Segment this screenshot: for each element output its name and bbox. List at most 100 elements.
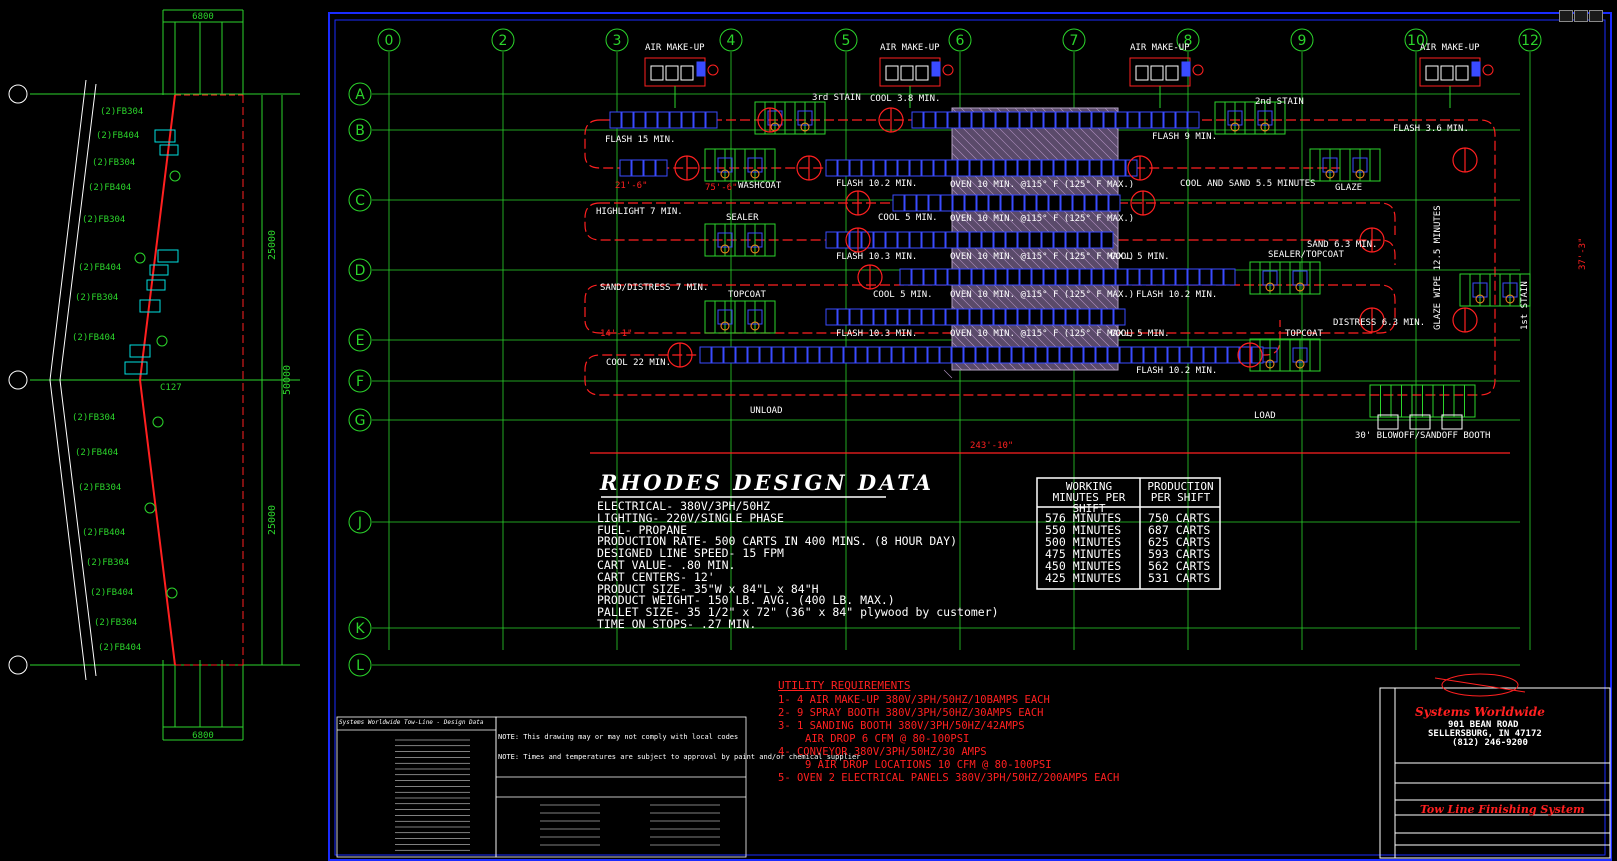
process-label-flash9: FLASH 9 MIN. — [1152, 132, 1217, 142]
table-cell: 593 CARTS — [1148, 547, 1211, 561]
grid-col-label: 2 — [499, 33, 508, 49]
process-label-oven1: OVEN 10 MIN. @115° F (125° F MAX.) — [950, 180, 1134, 190]
utility-item: 1- 4 AIR MAKE-UP 380V/3PH/50HZ/10BAMPS E… — [778, 694, 1050, 706]
member-label: (2)FB404 — [88, 183, 131, 193]
process-label-highlight: HIGHLIGHT 7 MIN. — [596, 207, 683, 217]
utility-item: 3- 1 SANDING BOOTH 380V/3PH/50HZ/42AMPS — [778, 720, 1025, 732]
conveyor-path — [584, 119, 1510, 454]
roof-structure-detail: (2)FB304 (2)FB404 (2)FB304 (2)FB404 (2)FB304… — [8, 9, 300, 741]
grid-row-bubble — [348, 118, 372, 142]
process-label-unload: UNLOAD — [750, 406, 783, 416]
member-label: (2)FB304 — [92, 158, 135, 168]
grid-col-bubble — [377, 28, 401, 52]
process-label-distress63: DISTRESS 6.3 MIN. — [1333, 318, 1425, 328]
spec-line: DESIGNED LINE SPEED- 15 FPM — [597, 546, 784, 561]
process-label-flash102b: FLASH 10.2 MIN. — [1136, 290, 1217, 300]
spec-line: CART VALUE- .80 MIN. — [597, 558, 736, 572]
air-makeup-label: AIR MAKE-UP — [1420, 43, 1480, 53]
grid-row-label: G — [355, 413, 366, 429]
process-label-load: LOAD — [1254, 411, 1276, 421]
grid-col-bubble — [491, 28, 515, 52]
grid-col-label: 6 — [956, 33, 965, 49]
grid-col-label: 8 — [1184, 33, 1193, 49]
process-label-cool5c: COOL 5 MIN. — [873, 290, 933, 300]
table-cell: 475 MINUTES — [1045, 547, 1122, 561]
table-cell: 450 MINUTES — [1045, 559, 1122, 573]
grid-col-bubble — [605, 28, 629, 52]
note-1: NOTE: This drawing may or may not comply… — [498, 733, 739, 741]
process-label-topcoat2: TOPCOAT — [1285, 329, 1324, 339]
process-label-cool5b: COOL 5 MIN. — [1110, 252, 1170, 262]
title-block — [1379, 687, 1611, 859]
process-label-oven5: OVEN 10 MIN. @115° F (125° F MAX.) — [950, 329, 1134, 339]
grid-row-bubble — [348, 510, 372, 534]
grid-col-label: 9 — [1298, 33, 1307, 49]
process-label-coolsand: COOL AND SAND 5.5 MINUTES — [1180, 179, 1315, 189]
member-label: (2)FB404 — [96, 131, 139, 141]
grid-row-label: C — [355, 193, 365, 209]
close-button[interactable] — [1589, 10, 1603, 22]
utility-item: 5- OVEN 2 ELECTRICAL PANELS 380V/3PH/50H… — [778, 772, 1120, 784]
table-cell: 750 CARTS — [1148, 511, 1211, 525]
process-label-sealer: SEALER — [726, 213, 759, 223]
grid-col-bubble — [719, 28, 743, 52]
grid-col-bubble — [1518, 28, 1542, 52]
grid-row-label: J — [357, 515, 362, 531]
dim-label: 25000 — [267, 230, 278, 260]
design-data-lines — [395, 739, 720, 851]
process-label-cool5d: COOL 5 MIN. — [1110, 329, 1170, 339]
process-label-topcoat: TOPCOAT — [728, 290, 767, 300]
table-cell: 500 MINUTES — [1045, 535, 1122, 549]
grid-row-label: E — [356, 333, 365, 349]
grid-row-label: F — [356, 374, 364, 390]
grid-row-label: A — [355, 87, 365, 103]
process-label-flash15: FLASH 15 MIN. — [605, 135, 675, 145]
spec-line: LIGHTING- 220V/SINGLE PHASE — [597, 510, 784, 525]
production-table-frame — [1036, 477, 1221, 590]
cart-rows — [609, 111, 1264, 364]
spec-line: PRODUCT SIZE- 35"W x 84"L x 84"H — [597, 581, 819, 596]
restore-button[interactable] — [1574, 10, 1588, 22]
company-phone: (812) 246-9200 — [1452, 738, 1528, 748]
utility-item: AIR DROP 6 CFM @ 80-100PSI — [805, 733, 970, 745]
process-label-stain3: 3rd STAIN — [812, 93, 861, 103]
process-label-oven2: OVEN 10 MIN. @115° F (125° F MAX.) — [950, 214, 1134, 224]
grid-col-bubble — [948, 28, 972, 52]
design-data-box — [336, 716, 747, 858]
grid-row-bubble — [348, 328, 372, 352]
table-cell: 531 CARTS — [1148, 571, 1211, 585]
member-label: (2)FB304 — [78, 483, 121, 493]
member-label: (2)FB404 — [98, 643, 141, 653]
company-address-2: SELLERSBURG, IN 47172 — [1428, 729, 1542, 739]
member-label: (2)FB304 — [82, 215, 125, 225]
minimize-button[interactable] — [1559, 10, 1573, 22]
process-label-cool5a: COOL 5 MIN. — [878, 213, 938, 223]
process-label-dim-side: 37'-3" — [1578, 237, 1588, 270]
process-label-glaze: GLAZE — [1335, 183, 1362, 193]
member-label: (2)FB404 — [75, 448, 118, 458]
member-label: (2)FB304 — [100, 107, 143, 117]
process-label-stain2: 2nd STAIN — [1255, 97, 1304, 107]
grid-row-label: K — [355, 621, 365, 637]
grid-row-label: D — [355, 263, 366, 279]
column-grid — [372, 52, 1531, 666]
column-label: C127 — [160, 383, 182, 393]
process-label-washcoat: WASHCOAT — [738, 181, 782, 191]
process-label-stain1: 1st STAIN — [1520, 281, 1530, 330]
spec-line: FUEL- PROPANE — [597, 522, 688, 537]
process-label-oven4: OVEN 10 MIN. @115° F (125° F MAX.) — [950, 290, 1134, 300]
grid-col-bubble — [1062, 28, 1086, 52]
grid-row-bubble — [348, 653, 372, 677]
dim-label: 50000 — [282, 365, 293, 395]
grid-col-label: 7 — [1070, 33, 1079, 49]
member-label: (2)FB404 — [72, 333, 115, 343]
process-label-dim_a: 21'-6" — [615, 181, 648, 191]
utility-item: 2- 9 SPRAY BOOTH 380V/3PH/50HZ/30AMPS EA… — [778, 707, 1044, 719]
member-label: (2)FB404 — [78, 263, 121, 273]
air-makeup-label: AIR MAKE-UP — [645, 43, 705, 53]
spec-line: TIME ON STOPS- .27 MIN. — [597, 617, 757, 631]
process-label-cool38: COOL 3.8 MIN. — [870, 94, 940, 104]
